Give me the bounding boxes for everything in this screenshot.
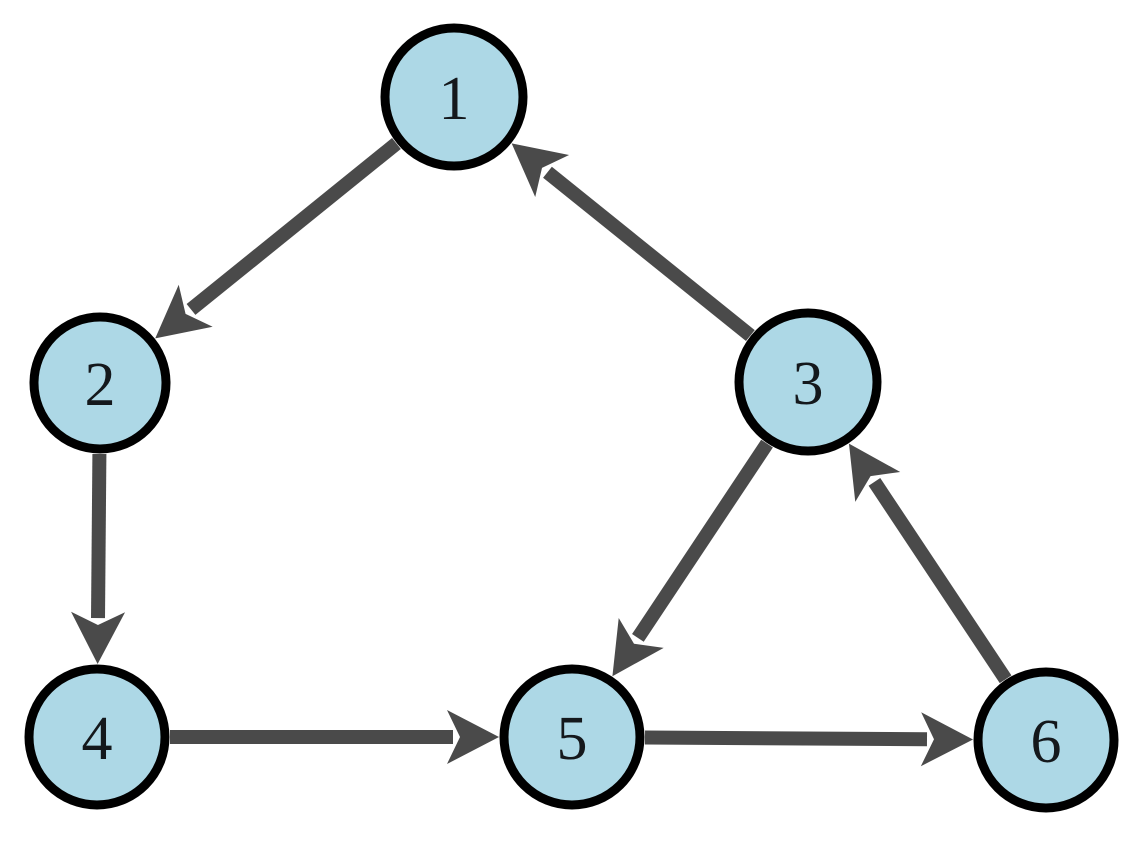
graph-node-6[interactable]: 6	[973, 667, 1119, 813]
edge-layer	[71, 138, 1012, 767]
edge-line	[186, 138, 401, 315]
node-layer: 1 2 3 4 5 6	[24, 23, 1119, 813]
graph-node-2[interactable]: 2	[29, 312, 171, 454]
node-circle[interactable]	[29, 312, 171, 454]
edge-line	[543, 166, 755, 342]
edge-3-to-1	[511, 143, 755, 342]
edge-5-to-6	[644, 712, 974, 767]
graph-node-3[interactable]: 3	[734, 308, 882, 456]
arrowhead-icon	[155, 284, 213, 339]
node-label: 4	[82, 705, 113, 773]
edge-3-to-5	[612, 439, 773, 677]
graph-node-4[interactable]: 4	[24, 664, 170, 810]
edge-4-to-5	[170, 710, 499, 764]
arrowhead-icon	[511, 143, 570, 198]
edge-6-to-3	[848, 443, 1012, 684]
node-label: 5	[557, 705, 588, 773]
node-circle[interactable]	[734, 308, 882, 456]
edge-line	[91, 453, 107, 619]
node-circle[interactable]	[973, 667, 1119, 813]
node-label: 2	[85, 351, 116, 419]
graph-node-1[interactable]: 1	[380, 23, 528, 171]
edge-line	[632, 439, 773, 642]
edge-2-to-4	[71, 453, 126, 665]
node-label: 1	[439, 65, 470, 133]
node-label: 6	[1031, 708, 1062, 776]
node-circle[interactable]	[499, 664, 645, 810]
edge-1-to-2	[155, 138, 401, 339]
node-circle[interactable]	[24, 664, 170, 810]
arrowhead-icon	[447, 710, 499, 764]
arrowhead-icon	[71, 611, 126, 665]
node-label: 3	[793, 350, 824, 418]
arrowhead-icon	[920, 712, 974, 767]
node-circle[interactable]	[380, 23, 528, 171]
edge-line	[868, 478, 1012, 684]
graph-node-5[interactable]: 5	[499, 664, 645, 810]
arrowhead-icon	[848, 443, 901, 502]
edge-line	[644, 730, 928, 747]
arrowhead-icon	[612, 617, 664, 677]
